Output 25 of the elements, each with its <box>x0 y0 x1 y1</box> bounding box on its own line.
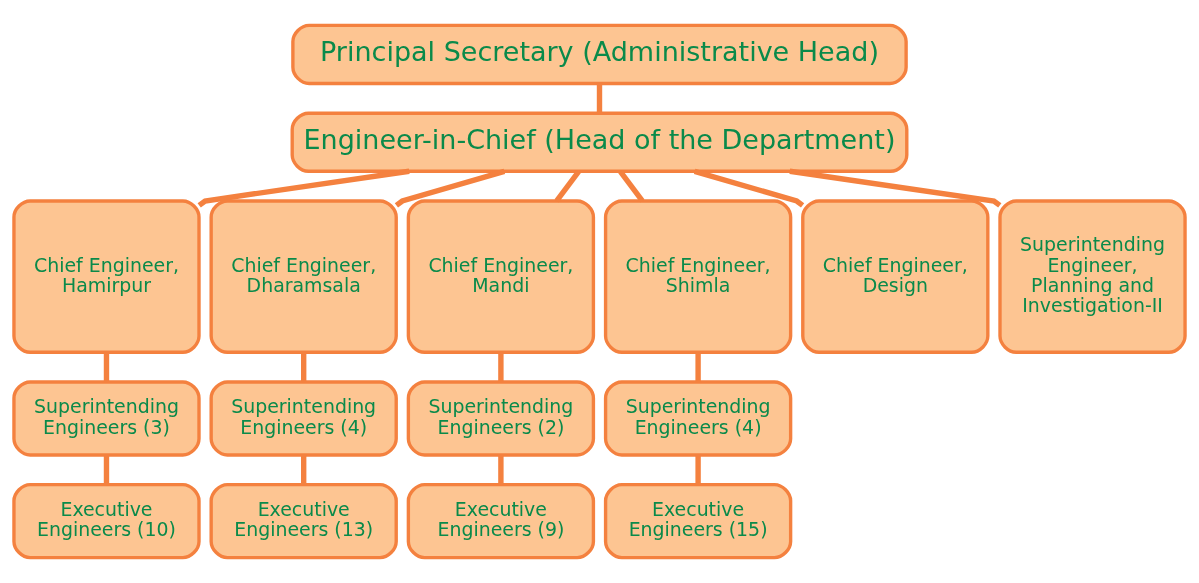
node-box: Superintending Engineers (4) <box>209 380 398 457</box>
connector <box>498 352 504 382</box>
node-box: Chief Engineer, Design <box>801 199 990 354</box>
node-box: Chief Engineer, Hamirpur <box>12 199 201 354</box>
connector <box>301 352 307 382</box>
node-box: Superintending Engineers (3) <box>12 380 201 457</box>
node-box: Executive Engineers (13) <box>209 482 398 560</box>
connector <box>695 455 701 485</box>
node-box: Executive Engineers (10) <box>12 482 201 560</box>
node-box: Executive Engineers (9) <box>406 482 596 560</box>
node-box: Superintending Engineers (4) <box>603 380 793 457</box>
connector <box>596 83 603 113</box>
connector <box>498 455 504 485</box>
node-box: Chief Engineer, Shimla <box>603 199 793 354</box>
node-box: Chief Engineer, Mandi <box>406 199 596 354</box>
connector <box>103 455 110 485</box>
node-box: Principal Secretary (Administrative Head) <box>291 23 908 86</box>
node-box: Executive Engineers (15) <box>603 482 793 560</box>
connector <box>301 455 307 485</box>
node-box: Superintending Engineer, Planning and Investigation-II <box>998 199 1187 354</box>
node-box: Chief Engineer, Dharamsala <box>209 199 398 354</box>
node-box: Engineer-in-Chief (Head of the Department) <box>290 111 909 173</box>
connector <box>103 352 110 382</box>
connector <box>695 352 701 382</box>
node-box: Superintending Engineers (2) <box>406 380 596 457</box>
